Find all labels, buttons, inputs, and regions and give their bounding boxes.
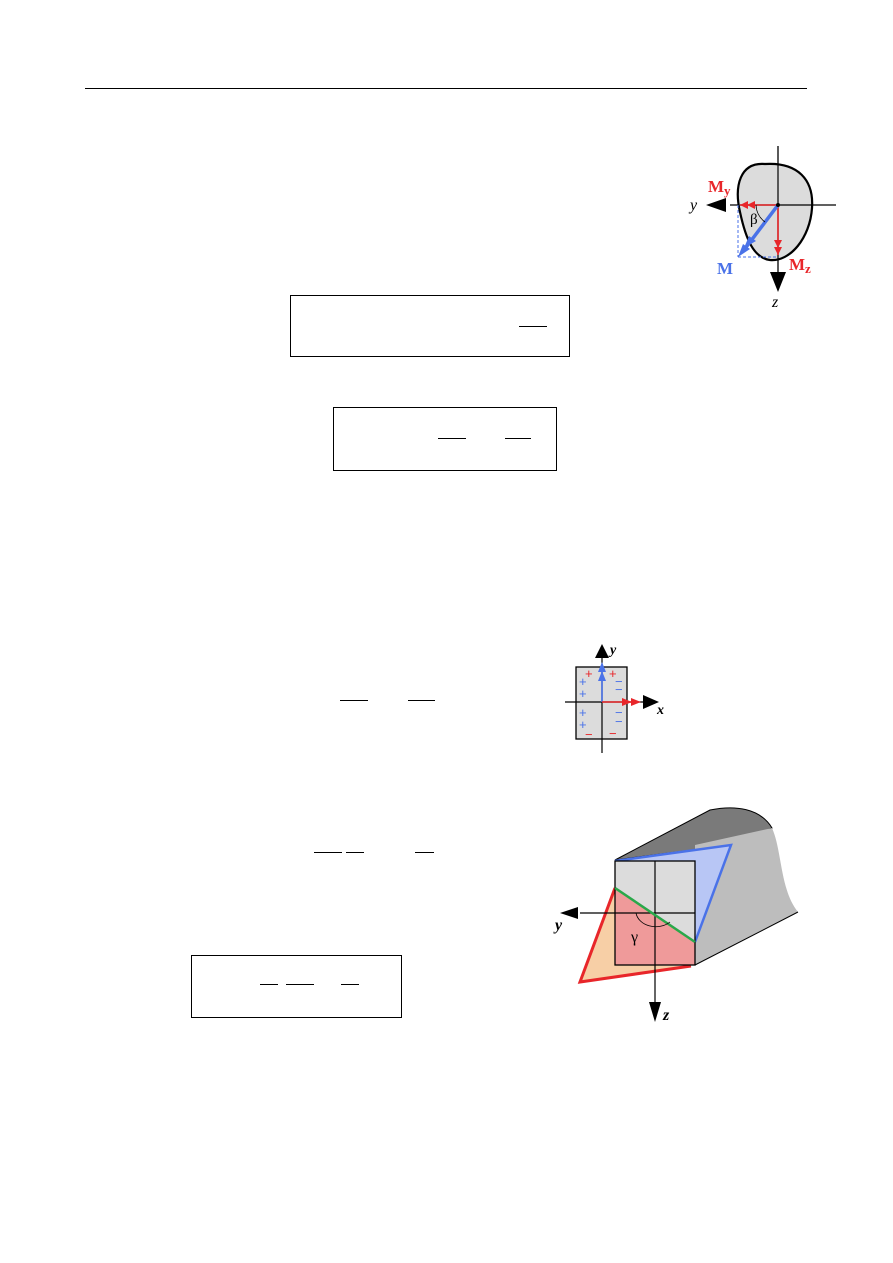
formula-box-5 [191, 955, 402, 1018]
m-label: M [717, 259, 733, 278]
svg-text:+: + [585, 666, 593, 681]
formula-box-1 [290, 295, 570, 357]
beta-label: β [750, 212, 758, 228]
stress-sign-figure: + + + + + + − − − − − − y x [565, 643, 664, 753]
svg-text:−: − [609, 726, 617, 741]
z-axis-label: z [771, 294, 779, 311]
formula-box-2 [333, 407, 557, 471]
z-axis-arrow-icon [770, 272, 786, 292]
gamma-label: γ [630, 929, 638, 946]
cross-section-figure: My y β M Mz z [688, 146, 836, 311]
y-axis-arrow-icon [595, 644, 609, 658]
fraction-bar [519, 326, 547, 327]
y-axis-label: y [688, 197, 698, 214]
svg-text:+: + [579, 674, 587, 689]
svg-text:−: − [615, 705, 623, 720]
svg-text:−: − [615, 714, 623, 729]
fraction-bar [408, 700, 435, 701]
fraction-bar [415, 852, 434, 853]
y-axis-label: y [553, 917, 563, 934]
fraction-bar [438, 438, 466, 439]
formula-inline-4 [300, 830, 450, 870]
beam-3d-figure: y γ z [553, 807, 799, 1024]
y-axis-arrow-icon [560, 907, 578, 919]
x-axis-label: x [656, 703, 664, 718]
svg-text:−: − [585, 727, 593, 742]
fraction-bar [505, 438, 531, 439]
header-rule [85, 88, 807, 89]
formula-inline-3 [320, 680, 460, 720]
fraction-bar [286, 984, 314, 985]
my-label: My [708, 177, 731, 198]
svg-text:+: + [579, 705, 587, 720]
z-axis-arrow-icon [649, 1002, 661, 1022]
fraction-bar [340, 700, 368, 701]
x-axis-arrow-icon [643, 695, 659, 709]
fraction-bar [341, 984, 359, 985]
svg-text:+: + [579, 717, 587, 732]
svg-text:−: − [615, 674, 623, 689]
svg-text:+: + [609, 666, 617, 681]
z-axis-label: z [662, 1007, 670, 1024]
fraction-bar [346, 852, 364, 853]
svg-text:+: + [579, 686, 587, 701]
y-axis-label: y [608, 643, 617, 658]
svg-text:−: − [615, 682, 623, 697]
fraction-bar [260, 984, 278, 985]
mz-label: Mz [789, 255, 811, 276]
y-axis-arrow-icon [706, 198, 726, 212]
fraction-bar [314, 852, 342, 853]
neutral-axis [614, 886, 696, 944]
